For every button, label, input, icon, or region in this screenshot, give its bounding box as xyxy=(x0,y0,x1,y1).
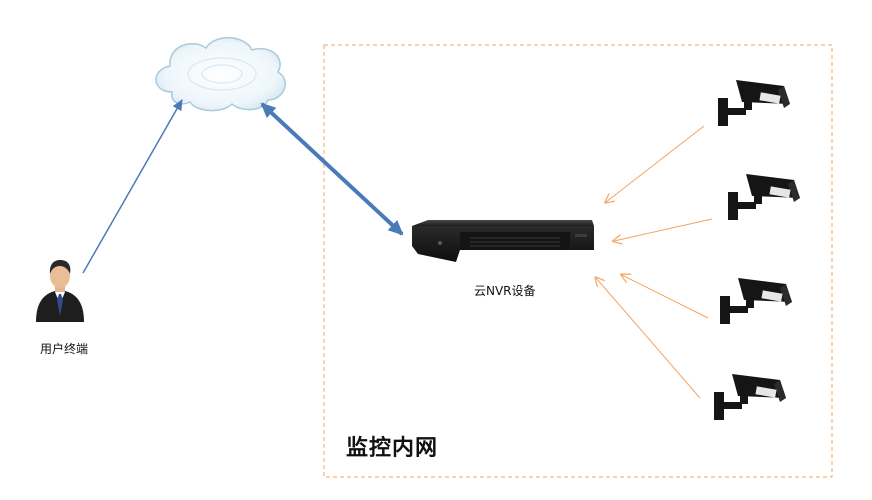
camera-1-to-nvr-arrow xyxy=(606,125,705,202)
nvr-device-label: 云NVR设备 xyxy=(474,284,536,298)
camera-icon xyxy=(720,278,792,324)
camera-icon xyxy=(728,174,800,220)
monitoring-zone-label: 监控内网 xyxy=(346,436,439,461)
camera-icon xyxy=(714,374,786,420)
camera-icon xyxy=(718,80,790,126)
user-icon xyxy=(36,260,84,322)
camera-2-to-nvr-arrow xyxy=(614,218,713,241)
user-terminal-label: 用户终端 xyxy=(40,342,89,356)
camera-3-to-nvr-arrow xyxy=(622,275,709,319)
nvr-device-icon xyxy=(412,220,594,262)
cloud-nvr-bidirectional-arrow xyxy=(260,102,404,236)
monitoring-zone-border xyxy=(323,44,833,478)
camera-4-to-nvr-arrow xyxy=(596,278,701,399)
user-to-cloud-arrow xyxy=(82,99,183,274)
cloud-icon xyxy=(155,37,286,112)
